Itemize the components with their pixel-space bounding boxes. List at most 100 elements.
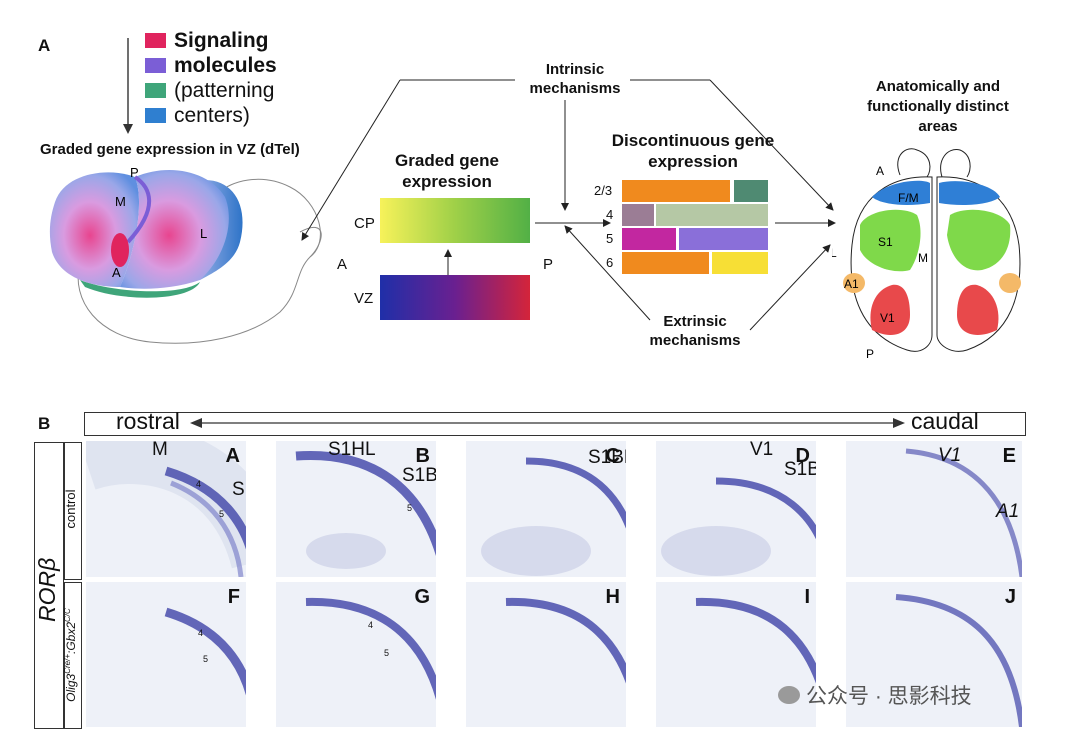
tile-f-mutant: F 4 5 <box>86 582 246 727</box>
axis-p-label: P <box>543 256 554 273</box>
tile-a-letter: A <box>225 445 240 467</box>
tile-f-layer4: 4 <box>198 628 204 638</box>
layer-label-6: 6 <box>606 255 614 270</box>
bar-23-teal <box>734 180 768 202</box>
tile-a-layer5: 5 <box>219 509 225 519</box>
discontinuous-title: Discontinuous gene expression <box>611 131 775 171</box>
bar-23-orange <box>622 180 730 202</box>
tile-b-control: B S1HL S1BF 5 <box>276 441 436 577</box>
area-label-fm: F/M <box>898 191 919 205</box>
tile-a-section <box>86 441 246 577</box>
tile-h-mutant: H <box>466 582 626 727</box>
row2-label-genotype: Olig3Cre/+:Gbx2C/C <box>63 608 78 702</box>
gene-label-rorb: RORβ <box>34 557 60 622</box>
area-label-v1: V1 <box>880 311 895 325</box>
tile-b-section <box>295 450 436 569</box>
bar-5-magenta <box>622 228 676 250</box>
brain-label-l: L <box>200 226 207 241</box>
graded-gene-title: Graded gene expression <box>395 151 499 191</box>
row1-label-frame <box>64 442 82 580</box>
bar-4-sage <box>656 204 768 226</box>
tile-d-control: D V1 S1BF <box>656 441 816 577</box>
brain-label-p: P <box>130 165 139 180</box>
legend-swatch-green <box>145 83 166 98</box>
tile-d-letter: D <box>795 445 810 467</box>
extrinsic-label: Extrinsic mechanisms <box>649 313 741 349</box>
legend-swatch-purple <box>145 58 166 73</box>
tile-i-letter: I <box>804 586 810 608</box>
brain-label-m: M <box>115 194 126 209</box>
area-label-m: M <box>918 251 928 265</box>
tile-e-label-a1: A1 <box>996 501 1020 522</box>
legend-arrow <box>123 38 133 134</box>
wechat-icon <box>778 686 800 704</box>
tile-g-layer5: 5 <box>384 648 390 658</box>
tile-g-letter: G <box>414 586 430 608</box>
graded-vz-title: Graded gene expression in VZ (dTel) <box>40 141 300 158</box>
intrinsic-label: Intrinsic mechanisms <box>529 61 621 97</box>
layer-label-4: 4 <box>606 207 614 222</box>
tile-e-control: E V1 A1 <box>846 441 1022 577</box>
legend-signaling: Signaling <box>174 29 269 52</box>
mechanism-arrows <box>301 79 836 331</box>
tile-c-section <box>481 457 626 576</box>
rostral-caudal-arrow <box>190 418 905 428</box>
tile-i-section <box>695 597 816 684</box>
bar-6-orange <box>622 252 709 274</box>
embryonic-brain-illustration: P M L A <box>49 165 322 344</box>
tile-b-letter: B <box>415 445 430 467</box>
area-label-l: L <box>832 246 837 260</box>
tile-b-label-s1hl: S1HL <box>328 441 376 460</box>
axis-a-label: A <box>337 256 348 273</box>
area-label-a: A <box>876 164 884 178</box>
tile-f-letter: F <box>227 586 240 608</box>
tile-d-label-s1bf: S1BF <box>784 459 816 480</box>
tile-j-section <box>895 594 1022 727</box>
brain-label-a: A <box>112 265 121 280</box>
legend-swatch-red <box>145 33 166 48</box>
area-label-a1: A1 <box>844 277 859 291</box>
legend-centers: centers) <box>174 104 250 127</box>
caudal-label: caudal <box>911 408 979 434</box>
gene-label-frame <box>34 442 64 729</box>
tile-b-label-s1bf: S1BF <box>402 465 436 486</box>
tile-d-label-v1: V1 <box>750 441 774 460</box>
tile-c-letter: C <box>605 445 620 467</box>
bar-5-purple <box>679 228 768 250</box>
vz-label: VZ <box>354 290 374 307</box>
bar-6-yellow <box>712 252 768 274</box>
tile-a-label-s1: S1 <box>232 479 246 500</box>
areas-title: Anatomically and functionally distinct a… <box>867 78 1009 135</box>
tile-e-letter: E <box>1002 445 1016 467</box>
tile-g-mutant: G 4 5 <box>276 582 436 727</box>
tile-h-section <box>505 597 626 684</box>
tile-c-control: C S1BF <box>466 441 626 577</box>
legend-patterning: (patterning <box>174 79 275 102</box>
adult-cortex-areas: A F/M S1 M L A1 V1 P <box>832 148 1021 361</box>
vz-gradient-bar <box>380 275 530 320</box>
layer-label-5: 5 <box>606 231 614 246</box>
tile-c-label-s1bf: S1BF <box>588 447 626 468</box>
tile-h-letter: H <box>605 586 620 608</box>
area-label-p: P <box>866 347 874 361</box>
panel-a-letter: A <box>38 36 51 55</box>
tile-e-section <box>905 448 1022 577</box>
legend-molecules: molecules <box>174 54 277 77</box>
row2-label-frame <box>64 582 82 729</box>
tile-e-label-v1: V1 <box>938 445 962 466</box>
panel-b-letter: B <box>38 414 51 433</box>
tile-j-mutant: J <box>846 582 1022 727</box>
tile-a-layer4: 4 <box>196 479 202 489</box>
rostral-caudal-frame <box>84 412 1026 436</box>
tile-g-layer4: 4 <box>368 620 374 630</box>
watermark: 公众号 · 思影科技 <box>778 680 972 710</box>
tile-j-letter: J <box>1004 586 1016 608</box>
cp-label: CP <box>354 215 375 232</box>
tile-d-section <box>661 477 816 576</box>
row1-label-control: control <box>63 489 78 529</box>
tile-b-layer5: 5 <box>407 503 413 513</box>
cp-gradient-bar <box>380 198 530 243</box>
legend-swatch-blue <box>145 108 166 123</box>
tile-g-section <box>305 597 436 701</box>
tile-a-label-m: M <box>152 441 168 460</box>
